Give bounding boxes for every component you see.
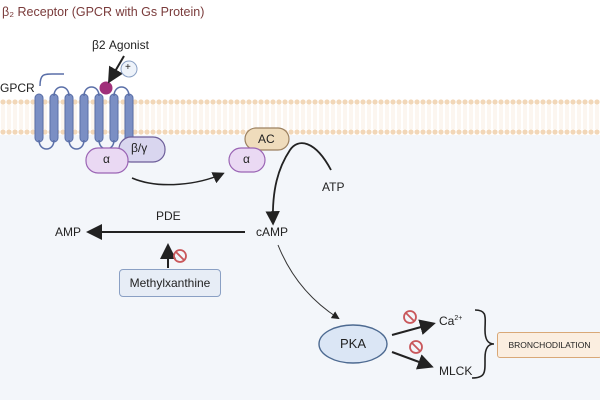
converge-brace [471,309,495,379]
beta-gamma-label: β/γ [131,141,148,155]
inhibit-ca-icon [403,310,417,324]
activation-plus-icon [120,60,138,78]
gpcr-helices [34,93,134,143]
pde-label: PDE [156,209,181,223]
ca-text: Ca [439,314,455,328]
alpha-label-receptor: α [103,152,110,166]
mlck-label: MLCK [439,364,473,378]
plus-label: + [125,62,131,73]
pka-label: PKA [340,336,367,351]
amp-label: AMP [55,225,82,239]
agonist-binding-site [99,81,113,95]
methylxanthine-box: Methylxanthine [119,269,221,297]
ca-superscript: 2+ [454,315,463,322]
adenylyl-cyclase [244,127,290,151]
gpcr-n-terminus [39,73,64,87]
atp-to-camp-arrow [265,142,332,226]
pka-node [318,324,388,364]
ca-label: Ca2+ [439,314,462,328]
extracellular-space [0,0,600,100]
camp-label: cAMP [256,225,289,239]
ac-label: AC [258,132,275,146]
gpcr-label: GPCR [0,81,35,95]
inhibit-mlck-icon [409,340,423,354]
alpha-label-ac: α [243,152,250,166]
diagram-title: β₂ Receptor (GPCR with Gs Protein) [2,5,205,19]
agonist-label: β2 Agonist [92,38,149,52]
atp-label: ATP [322,180,345,194]
g-alpha-subunit-receptor [85,147,129,174]
camp-to-pka-arrow [277,244,340,320]
alpha-translocation-arrow [131,172,225,186]
bronchodilation-box: BRONCHODILATION [497,332,600,358]
g-alpha-subunit-ac [228,147,266,173]
inhibit-pde-icon [173,249,187,263]
